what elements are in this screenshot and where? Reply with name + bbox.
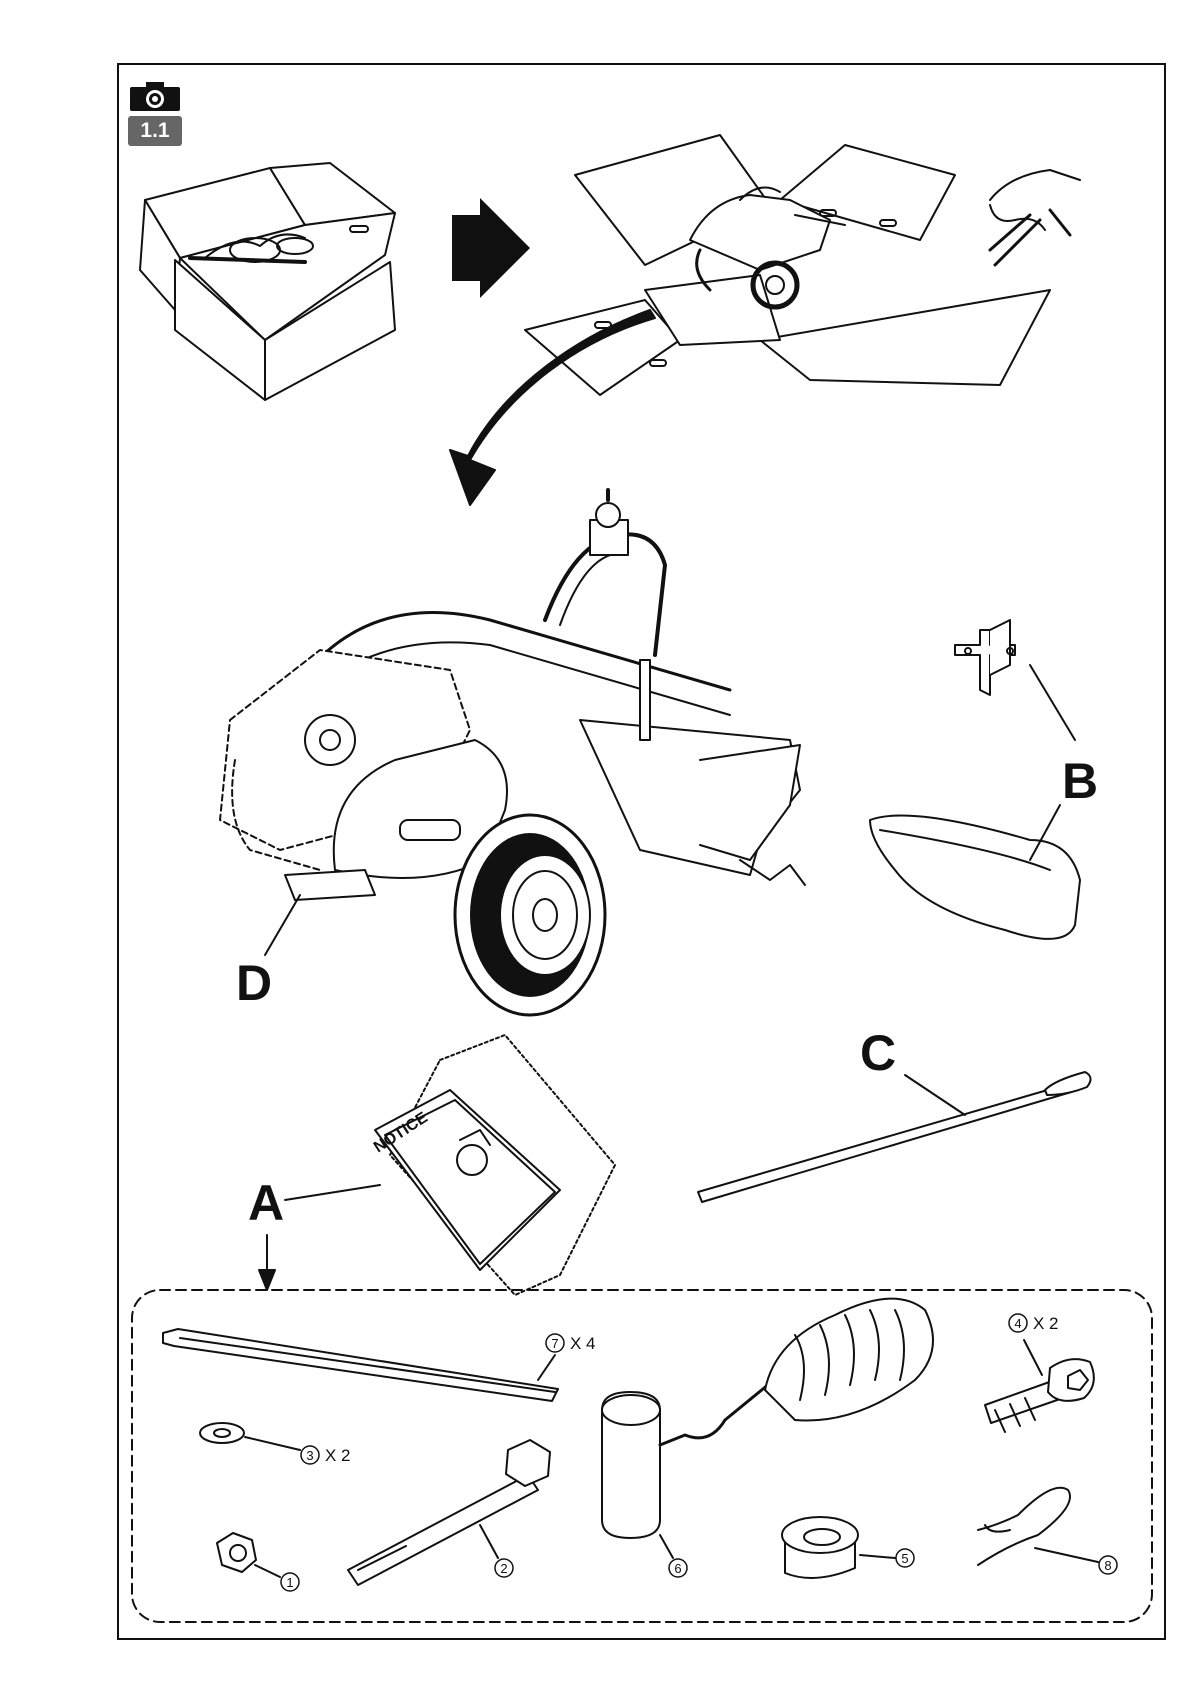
part-8-r-clip (978, 1488, 1098, 1565)
part-2-bolt (348, 1440, 550, 1585)
quantity-3: X 2 (325, 1446, 351, 1465)
label-c: C (860, 1025, 896, 1081)
tiller-machine (220, 490, 805, 1015)
callout-8: 8 (1099, 1556, 1117, 1574)
label-b: B (1062, 753, 1098, 809)
svg-text:3: 3 (306, 1448, 313, 1463)
part-6-crank-handle (602, 1299, 933, 1558)
opened-box (525, 135, 1080, 395)
leader-line-c (905, 1075, 965, 1115)
notice-booklet (375, 1035, 615, 1295)
leader-line-a (285, 1185, 380, 1200)
callout-1: 1 (281, 1573, 299, 1591)
leader-line-b1 (1030, 665, 1075, 740)
callout-2: 2 (495, 1559, 513, 1577)
quantity-4: X 2 (1033, 1314, 1059, 1333)
callout-5: 5 (896, 1549, 914, 1567)
part-c-rod (698, 1072, 1091, 1202)
svg-text:6: 6 (674, 1561, 681, 1576)
svg-text:1: 1 (286, 1575, 293, 1590)
part-3-washer (200, 1423, 300, 1450)
callout-3: 3 X 2 (301, 1446, 351, 1465)
part-1-nut (217, 1533, 280, 1577)
svg-text:2: 2 (500, 1561, 507, 1576)
part-b-bracket (955, 620, 1015, 695)
svg-text:4: 4 (1014, 1316, 1021, 1331)
shipping-box (140, 163, 395, 400)
callout-6: 6 (669, 1559, 687, 1577)
quantity-7: X 4 (570, 1334, 596, 1353)
label-a: A (248, 1175, 284, 1231)
callout-7: 7 X 4 (546, 1334, 596, 1353)
callout-4: 4 X 2 (1009, 1314, 1059, 1333)
arrow-down-icon (259, 1270, 275, 1290)
part-7-cable-tie (163, 1329, 558, 1401)
svg-text:5: 5 (901, 1551, 908, 1566)
arrow-right-icon (452, 198, 530, 298)
part-b-shield (870, 816, 1080, 939)
label-d: D (236, 955, 272, 1011)
part-5-spacer (782, 1517, 895, 1578)
svg-text:8: 8 (1104, 1558, 1111, 1573)
leader-line-d (265, 895, 300, 955)
svg-text:7: 7 (551, 1336, 558, 1351)
part-4-screw (985, 1340, 1094, 1432)
